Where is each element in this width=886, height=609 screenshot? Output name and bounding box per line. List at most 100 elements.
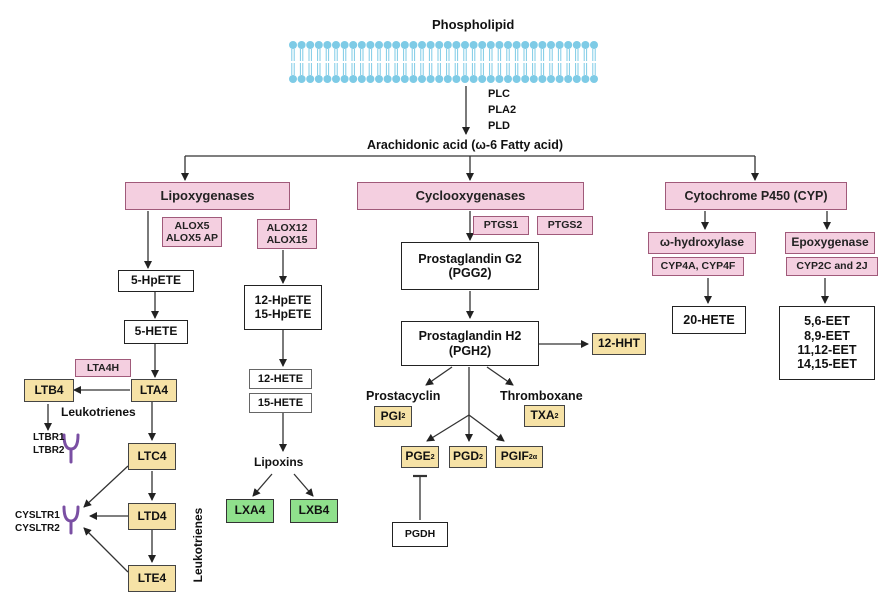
- receptor-ltbr-icon: [62, 433, 80, 464]
- arrow-lipoxins-lxa4: [252, 473, 273, 497]
- alox12-label: ALOX12: [266, 221, 308, 234]
- ltb4-box: LTB4: [24, 379, 74, 402]
- pgg2-name: Prostaglandin G2: [418, 251, 522, 266]
- arrow-pgh2-pgi: [425, 366, 453, 386]
- ptgs1-box: PTGS1: [473, 216, 529, 235]
- membrane-head: [504, 75, 512, 83]
- cyp2-box: CYP2C and 2J: [786, 257, 878, 276]
- membrane-head: [375, 41, 383, 49]
- arrow-ltc4-cysltr: [83, 465, 129, 508]
- hydroxylase-box: ω-hydroxylase: [648, 232, 756, 254]
- membrane-head: [581, 41, 590, 49]
- arrow-to-pgf: [468, 414, 505, 442]
- membrane-head: [461, 75, 469, 83]
- membrane-head: [306, 75, 315, 83]
- arrow-pgh2-txa: [486, 366, 514, 386]
- membrane-head: [512, 41, 521, 49]
- membrane-head: [478, 75, 487, 83]
- arrow-lipoxins-lxb4: [293, 473, 314, 497]
- eet-89: 8,9-EET: [804, 328, 850, 343]
- pgf2a-base: PGIF: [500, 449, 529, 464]
- lxa4-box: LXA4: [226, 499, 274, 523]
- 15-hete-box: 15-HETE: [249, 393, 312, 413]
- membrane-head: [469, 75, 478, 83]
- cysltr2-label: CYSLTR2: [15, 523, 60, 534]
- membrane-head: [418, 75, 426, 83]
- membrane-head: [521, 41, 530, 49]
- membrane-head: [306, 41, 315, 49]
- membrane-head: [521, 75, 530, 83]
- membrane-head: [426, 75, 435, 83]
- membrane-head: [366, 41, 375, 49]
- eet-box: 5,6-EET 8,9-EET 11,12-EET 14,15-EET: [779, 306, 875, 380]
- membrane-head: [400, 41, 409, 49]
- eet-1415: 14,15-EET: [797, 357, 857, 372]
- membrane-head: [332, 41, 340, 49]
- membrane-head: [349, 41, 358, 49]
- prostacyclin-label: Prostacyclin: [366, 389, 441, 403]
- ltd4-box: LTD4: [128, 503, 176, 530]
- membrane-head: [375, 75, 383, 83]
- arrow-lte4-cysltr: [83, 527, 129, 573]
- membrane-bilayer: [288, 40, 604, 84]
- 20-hete-box: 20-HETE: [672, 306, 746, 334]
- pgh2-name: Prostaglandin H2: [418, 329, 522, 344]
- pgi2-base: PGI: [380, 408, 402, 423]
- membrane-head: [469, 41, 478, 49]
- membrane-head: [512, 75, 521, 83]
- lxb4-box: LXB4: [290, 499, 338, 523]
- lta4h-box: LTA4H: [75, 359, 131, 377]
- membrane-head: [461, 41, 469, 49]
- pgd2-sub: 2: [479, 451, 483, 461]
- ltbr2-label: LTBR2: [33, 445, 65, 456]
- enzyme-plc-label: PLC: [488, 88, 510, 100]
- membrane-head: [564, 75, 573, 83]
- membrane-head: [349, 75, 358, 83]
- membrane-head: [435, 41, 444, 49]
- pgh2-box: Prostaglandin H2 (PGH2): [401, 321, 539, 366]
- arachidonic-acid-label: Arachidonic acid (ω-6 Fatty acid): [367, 138, 564, 152]
- pge2-base: PGE: [405, 449, 431, 464]
- membrane-head: [409, 41, 418, 49]
- membrane-head: [529, 41, 538, 49]
- membrane-head: [418, 41, 426, 49]
- membrane-head: [443, 75, 452, 83]
- membrane-head: [547, 41, 555, 49]
- leukotrienes-label: Leukotrienes: [61, 405, 136, 419]
- membrane-head: [383, 41, 392, 49]
- txa2-sub: 2: [554, 410, 559, 420]
- 5-hpete-box: 5-HpETE: [118, 270, 194, 292]
- lte4-box: LTE4: [128, 565, 176, 592]
- membrane-head: [400, 75, 409, 83]
- receptor-cysltr-icon: [62, 505, 80, 535]
- membrane-head: [590, 41, 598, 49]
- lta4-box: LTA4: [131, 379, 177, 402]
- membrane-head: [314, 75, 323, 83]
- membrane-head: [452, 75, 461, 83]
- membrane-head: [529, 75, 538, 83]
- cysltr1-label: CYSLTR1: [15, 510, 60, 521]
- membrane-head: [504, 41, 512, 49]
- membrane-head: [426, 41, 435, 49]
- membrane-head: [555, 75, 564, 83]
- eet-1112: 11,12-EET: [797, 343, 857, 357]
- pgi2-sub: 2: [401, 411, 406, 421]
- cyp4-box: CYP4A, CYP4F: [652, 257, 744, 276]
- membrane-head: [435, 75, 444, 83]
- membrane-head: [383, 75, 392, 83]
- membrane-head: [340, 75, 349, 83]
- membrane-head: [289, 41, 297, 49]
- membrane-head: [357, 41, 366, 49]
- epoxygenase-box: Epoxygenase: [785, 232, 875, 254]
- membrane-head: [297, 75, 306, 83]
- membrane-head: [538, 41, 547, 49]
- thromboxane-label: Thromboxane: [500, 389, 583, 403]
- membrane-head: [581, 75, 590, 83]
